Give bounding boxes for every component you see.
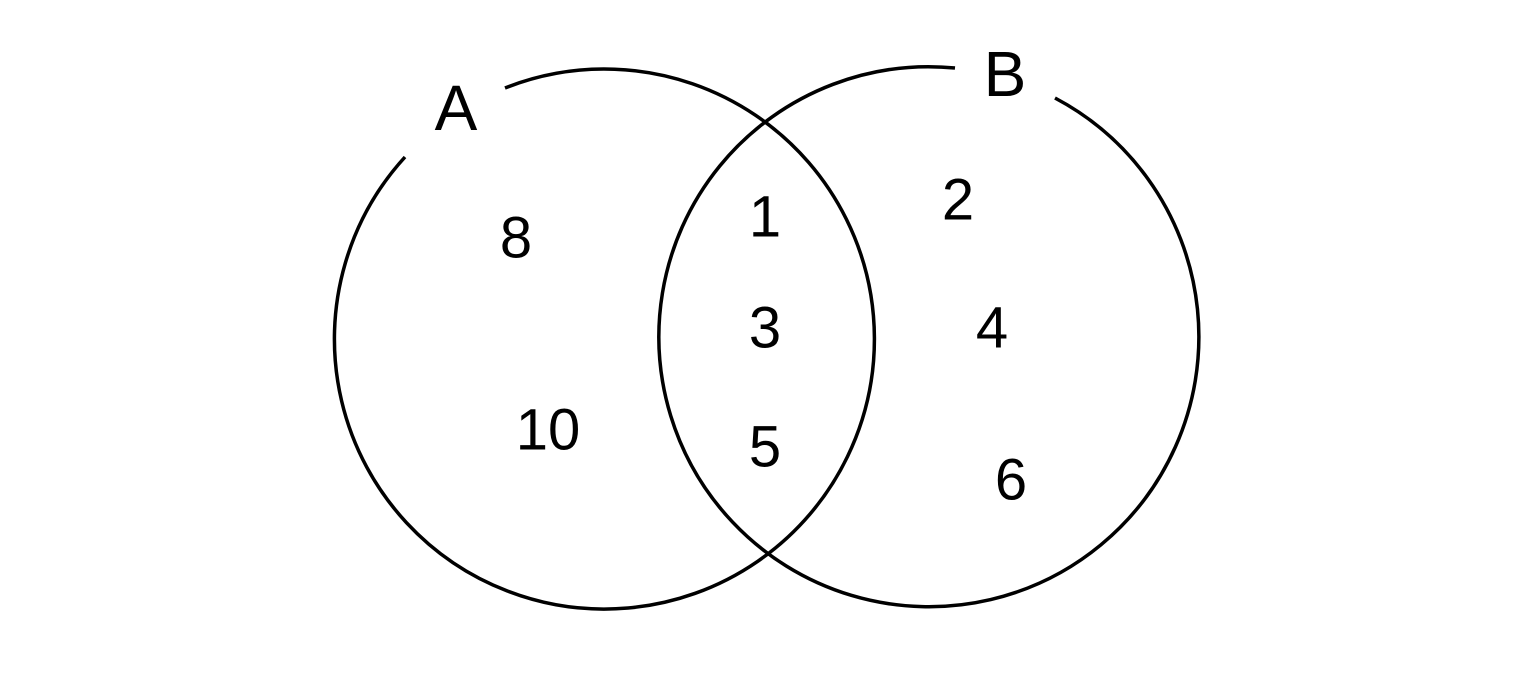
set-b-label: B xyxy=(984,38,1027,110)
set-a-label: A xyxy=(435,72,478,144)
b-only-element: 6 xyxy=(995,448,1027,513)
b-only-element: 2 xyxy=(942,168,974,233)
a-only-element: 8 xyxy=(500,206,532,271)
set-b-circle xyxy=(657,64,1201,609)
intersection-element: 1 xyxy=(749,185,781,250)
intersection-element: 3 xyxy=(749,296,781,361)
a-only-element: 10 xyxy=(516,398,581,463)
set-a-circle xyxy=(332,67,877,611)
intersection-element: 5 xyxy=(749,415,781,480)
b-only-element: 4 xyxy=(976,296,1008,361)
